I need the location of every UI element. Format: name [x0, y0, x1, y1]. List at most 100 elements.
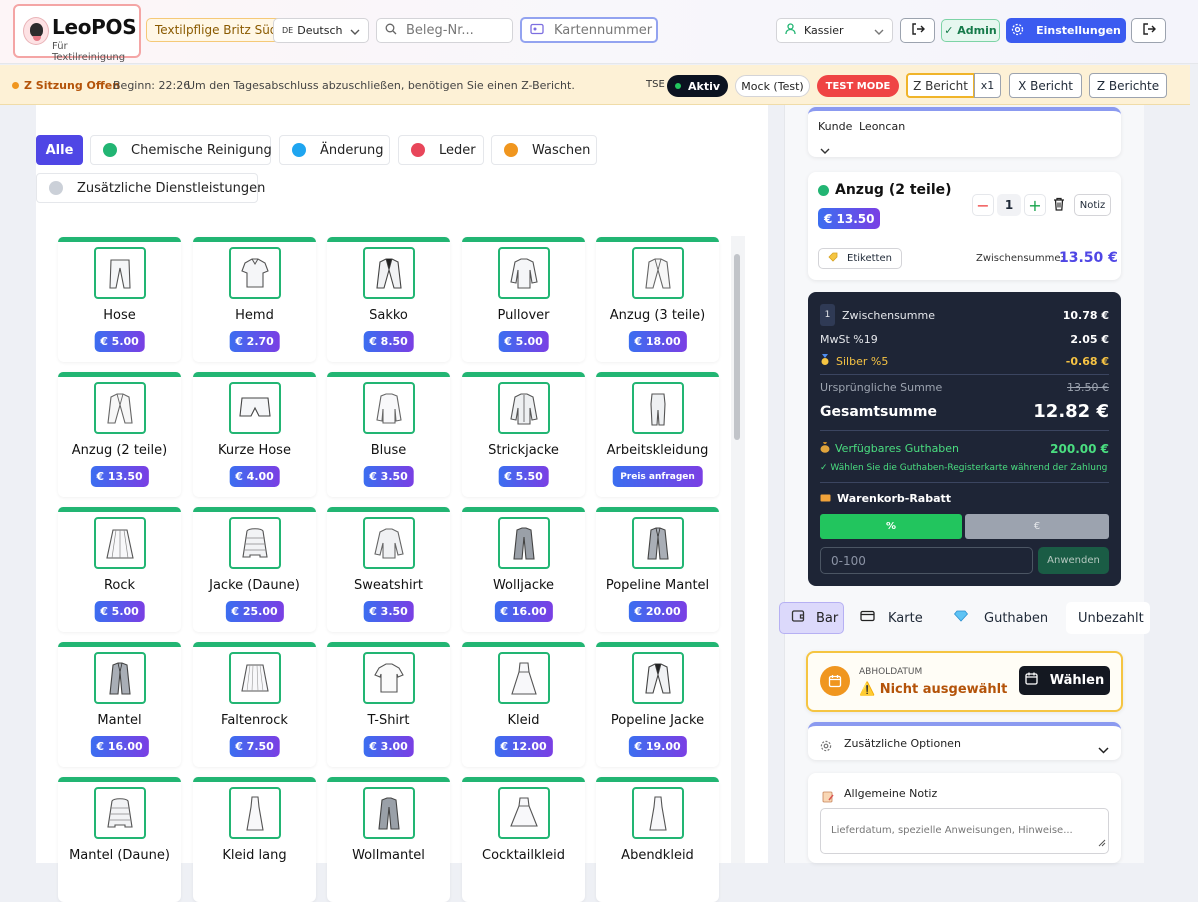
product-card[interactable]: Mantel (Daune)	[58, 777, 181, 902]
product-card[interactable]: Sweatshirt€ 3.50	[327, 507, 450, 632]
product-name: Pullover	[497, 308, 550, 323]
euro-discount-button[interactable]: €	[965, 514, 1109, 539]
z-report-button[interactable]: Z Bericht	[906, 73, 975, 98]
product-card[interactable]: Mantel€ 16.00	[58, 642, 181, 767]
customer-box[interactable]: Kunde Leoncan	[808, 107, 1121, 157]
general-note-textarea[interactable]: Lieferdatum, spezielle Anweisungen, Hinw…	[820, 808, 1109, 854]
top-bar: LeoPOS Für Textilreinigung Textilpflige …	[0, 0, 1198, 64]
item-subtotal-value: 13.50 €	[1059, 250, 1118, 266]
apply-label: Anwenden	[1047, 555, 1100, 566]
card-scan-input[interactable]: Kartennummer scannen	[554, 22, 656, 38]
role-select[interactable]: Kassier	[776, 18, 893, 43]
general-note-label: Allgemeine Notiz	[844, 787, 938, 800]
card-scan[interactable]: Kartennummer scannen	[520, 17, 658, 43]
product-name: Rock	[103, 578, 136, 593]
product-card[interactable]: Hemd€ 2.70	[193, 237, 316, 362]
grand-total-label: Gesamtsumme	[820, 403, 938, 420]
product-card[interactable]: Hose€ 5.00	[58, 237, 181, 362]
category-label: Leder	[439, 142, 476, 158]
product-card[interactable]: Anzug (3 teile)€ 18.00	[596, 237, 719, 362]
product-card[interactable]: Strickjacke€ 5.50	[462, 372, 585, 497]
receipt-search-input[interactable]: Beleg-Nr...	[406, 23, 474, 38]
payment-tab-unpaid[interactable]: Unbezahlt	[1066, 602, 1150, 634]
z-multiplier[interactable]: x1	[974, 73, 1001, 98]
payment-tab-label: Unbezahlt	[1078, 610, 1144, 626]
note-button[interactable]: Notiz	[1074, 194, 1111, 216]
product-card[interactable]: Bluse€ 3.50	[327, 372, 450, 497]
category-all[interactable]: Alle	[36, 135, 83, 165]
product-card[interactable]: Popeline Mantel€ 20.00	[596, 507, 719, 632]
product-card[interactable]: Faltenrock€ 7.50	[193, 642, 316, 767]
z-reports-button[interactable]: Z Berichte	[1089, 73, 1167, 98]
product-card[interactable]: Kleid€ 12.00	[462, 642, 585, 767]
payment-tab-cash[interactable]: Bar	[779, 602, 844, 634]
down-coat-icon	[94, 787, 146, 839]
category-aenderung[interactable]: Änderung	[279, 135, 390, 165]
category-band	[193, 372, 316, 377]
product-card[interactable]: Abendkleid	[596, 777, 719, 902]
category-chemische-reinigung[interactable]: Chemische Reinigung	[90, 135, 272, 165]
product-card[interactable]: Popeline Jacke€ 19.00	[596, 642, 719, 767]
product-card[interactable]: Pullover€ 5.00	[462, 237, 585, 362]
payment-tab-card[interactable]: Karte	[852, 602, 932, 634]
scrollbar-thumb[interactable]	[734, 254, 740, 440]
logout-button[interactable]	[1131, 18, 1166, 43]
apply-discount-button[interactable]: Anwenden	[1038, 547, 1109, 574]
long-dress-icon	[229, 787, 281, 839]
settings-button[interactable]: Einstellungen	[1006, 18, 1126, 43]
product-card[interactable]: Jacke (Daune)€ 25.00	[193, 507, 316, 632]
product-price-badge: € 5.50	[498, 466, 549, 487]
payment-tab-credit[interactable]: Guthaben	[948, 602, 1048, 634]
language-select[interactable]: DE Deutsch	[273, 18, 369, 43]
product-card[interactable]: Kleid lang	[193, 777, 316, 902]
delete-item-button[interactable]	[1049, 194, 1069, 216]
category-label: Zusätzliche Dienstleistungen	[77, 180, 266, 196]
select-date-label: Wählen	[1049, 673, 1105, 688]
category-zusaetzliche-dienstleistungen[interactable]: Zusätzliche Dienstleistungen	[36, 173, 265, 203]
category-band	[193, 642, 316, 647]
category-band	[58, 372, 181, 377]
qty-value[interactable]: 1	[997, 194, 1021, 216]
x-report-button[interactable]: X Bericht	[1009, 73, 1082, 98]
coat-icon	[632, 517, 684, 569]
product-price-badge: € 3.50	[363, 601, 414, 622]
additional-options[interactable]: Zusätzliche Optionen	[808, 722, 1121, 760]
x-report-label: X Bericht	[1018, 78, 1073, 93]
percent-discount-button[interactable]: %	[820, 514, 962, 539]
switch-user-button[interactable]	[900, 18, 935, 43]
select-date-button[interactable]: Wählen	[1019, 666, 1110, 695]
settings-label: Einstellungen	[1036, 24, 1121, 37]
product-card[interactable]: T-Shirt€ 3.00	[327, 642, 450, 767]
labels-button[interactable]: Etiketten	[818, 248, 902, 269]
product-card[interactable]: Kurze Hose€ 4.00	[193, 372, 316, 497]
product-scrollbar[interactable]	[731, 236, 745, 863]
tse-label: TSE	[646, 79, 665, 90]
payment-tab-label: Karte	[888, 610, 923, 626]
product-name: Hose	[103, 308, 136, 323]
product-card[interactable]: Anzug (2 teile)€ 13.50	[58, 372, 181, 497]
product-card[interactable]: Rock€ 5.00	[58, 507, 181, 632]
tse-status: Aktiv	[687, 79, 721, 93]
cash-icon	[791, 609, 805, 627]
category-waschen[interactable]: Waschen	[491, 135, 597, 165]
product-card[interactable]: Wolljacke€ 16.00	[462, 507, 585, 632]
decrease-qty-button[interactable]: −	[972, 194, 994, 216]
discount-input[interactable]: 0-100	[820, 547, 1033, 574]
app-logo[interactable]: LeoPOS Für Textilreinigung	[13, 4, 141, 63]
product-card[interactable]: Wollmantel	[327, 777, 450, 902]
resize-handle-icon[interactable]	[1098, 832, 1106, 851]
category-band	[462, 777, 585, 782]
app-subtitle: Für Textilreinigung	[52, 41, 126, 63]
category-band	[58, 777, 181, 782]
vat-label: MwSt %19	[820, 333, 878, 346]
increase-qty-button[interactable]: +	[1024, 194, 1046, 216]
receipt-search[interactable]: Beleg-Nr...	[376, 18, 513, 43]
category-leder[interactable]: Leder	[398, 135, 484, 165]
chevron-down-icon[interactable]	[820, 139, 830, 158]
pleated-skirt-icon	[229, 652, 281, 704]
product-card[interactable]: Cocktailkleid	[462, 777, 585, 902]
euro-label: €	[1033, 521, 1041, 532]
cart-discount-label: Warenkorb-Rabatt	[837, 492, 952, 505]
product-card[interactable]: Sakko€ 8.50	[327, 237, 450, 362]
